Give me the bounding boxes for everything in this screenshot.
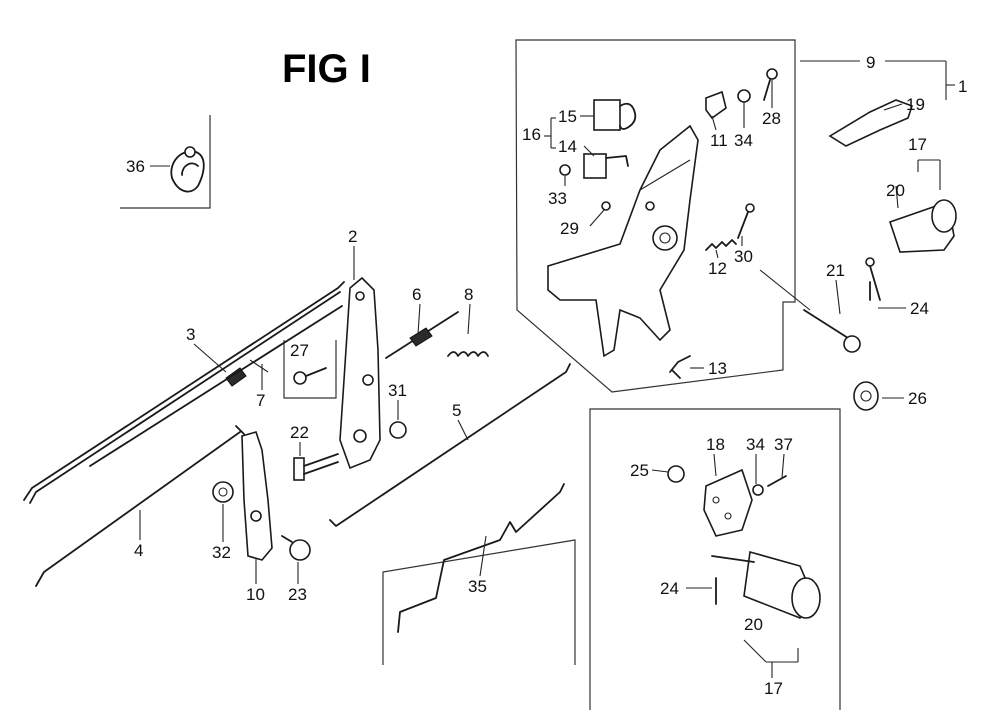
callout-15: 15 [558,107,577,126]
part-rod-5 [329,363,571,527]
callout-24-lower: 24 [660,579,679,598]
part-bracket-11 [705,90,727,120]
callout-17-lower: 17 [764,679,783,698]
callout-numbers: 1 2 3 4 5 6 7 8 9 10 11 12 13 14 15 16 1… [126,53,967,698]
part-switch-14 [583,153,629,179]
part-rod-35 [397,483,565,633]
part-screw-37 [767,475,787,487]
part-bolt-21 [803,309,861,353]
callout-37: 37 [774,435,793,454]
callout-22: 22 [290,423,309,442]
group-box-lower [589,408,841,710]
callout-36: 36 [126,157,145,176]
part-plate-18 [703,468,753,537]
figure-title: FIG I [282,47,371,91]
part-spring-12 [705,239,737,251]
part-nut-31 [389,421,407,439]
callout-9: 9 [866,53,875,72]
callout-17-upper: 17 [908,135,927,154]
callout-21: 21 [826,261,845,280]
group-box-9 [515,39,796,393]
part-bolt-22 [293,453,339,481]
callout-3: 3 [186,325,195,344]
part-nut-25 [667,465,685,483]
callout-7: 7 [256,391,265,410]
callout-26: 26 [908,389,927,408]
part-knob-20-lower [711,550,821,620]
part-clamp-36 [170,146,205,193]
part-washer-34 [737,89,751,103]
group-box-35 [382,539,576,665]
part-control-base-9 [547,124,699,358]
part-rod-4 [35,425,245,587]
part-screw-28 [763,68,778,101]
callout-11: 11 [710,131,728,150]
callout-30: 30 [734,247,753,266]
callout-6: 6 [412,285,421,304]
callout-32: 32 [212,543,231,562]
callout-33: 33 [548,189,567,208]
part-lever-10 [241,431,273,561]
leader-lines [139,80,906,678]
group-box-36 [120,115,211,209]
bracket-lines [550,60,955,663]
part-rod-3 [23,281,345,504]
part-screw-27 [293,367,327,385]
part-knob-20-upper [865,199,957,301]
callout-14: 14 [558,137,577,156]
callout-1: 1 [958,77,967,96]
callout-10: 10 [246,585,265,604]
part-spring-6 [385,311,459,359]
part-bolt-23 [281,535,311,561]
part-29 [601,201,611,211]
callout-28: 28 [762,109,781,128]
callout-34-lower: 34 [746,435,765,454]
callout-27: 27 [290,341,309,360]
callout-16: 16 [522,125,541,144]
callout-24-upper: 24 [910,299,929,318]
callout-31: 31 [388,381,407,400]
part-governor-arm-2 [339,276,381,470]
part-washer-32 [212,481,234,503]
callout-20-lower: 20 [744,615,763,634]
callout-23: 23 [288,585,307,604]
callout-12: 12 [708,259,727,278]
callout-13: 13 [708,359,727,378]
callout-19: 19 [906,95,925,114]
group-box-27 [283,340,337,399]
callout-29: 29 [560,219,579,238]
callout-18: 18 [706,435,725,454]
part-spring-8 [447,351,489,357]
part-switch-15 [593,99,637,131]
part-clip-13 [669,355,691,379]
callout-35: 35 [468,577,487,596]
callout-5: 5 [452,401,461,420]
callout-4: 4 [134,541,143,560]
part-33 [559,164,571,176]
callout-34-upper: 34 [734,131,753,150]
callout-8: 8 [464,285,473,304]
callout-20-upper: 20 [886,181,905,200]
part-26 [853,381,879,411]
part-screw-30 [737,203,755,239]
callout-2: 2 [348,227,357,246]
part-rod-7 [89,305,343,467]
callout-25: 25 [630,461,649,480]
part-lever-19 [828,99,914,147]
part-washer-34-lower [752,484,764,496]
